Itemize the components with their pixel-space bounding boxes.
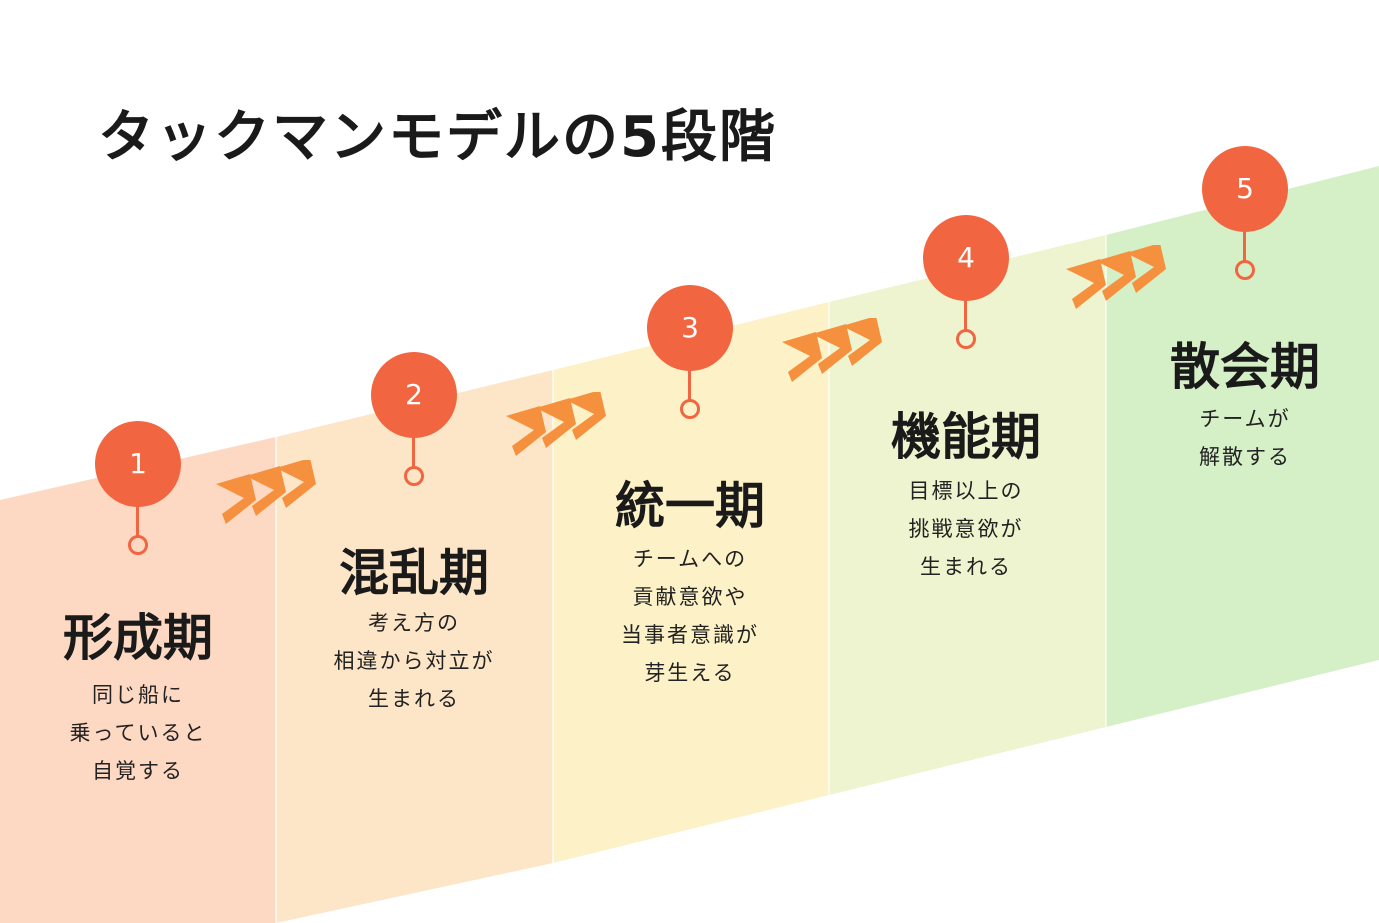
band-3 [553,302,829,863]
description-line: 貢献意欲や [632,585,748,609]
stage-description: 同じ船に 乗っていると 自覚する [28,676,248,790]
triple-chevron-arrow-icon [1066,245,1166,309]
description-line: 相違から対立が [333,649,495,673]
description-line: 生まれる [920,555,1012,579]
stage-marker-ring [956,329,976,349]
stage-description: チームへの 貢献意欲や 当事者意識が 芽生える [580,540,800,692]
triple-chevron-arrow-icon [506,392,606,456]
description-line: 解散する [1199,445,1291,469]
description-line: 考え方の [368,611,460,635]
stage-connector [136,505,139,537]
stage-connector [688,369,691,401]
description-line: 乗っていると [69,721,207,745]
stage-marker-ring [128,535,148,555]
band-5 [1106,166,1379,727]
description-line: チームが [1199,407,1291,431]
stage-number-badge: 1 [95,421,181,507]
triple-chevron-arrow-icon [782,318,882,382]
description-line: チームへの [632,547,748,571]
stage-name: 機能期 [891,408,1041,466]
stage-name: 形成期 [63,609,213,667]
stage-connector [412,436,415,468]
description-line: 芽生える [644,661,736,685]
stage-marker-ring [404,466,424,486]
description-line: 同じ船に [92,683,184,707]
description-line: 自覚する [92,759,184,783]
stage-number-badge: 4 [923,215,1009,301]
stage-name: 混乱期 [339,544,489,602]
stage-description: 目標以上の 挑戦意欲が 生まれる [856,472,1076,586]
description-line: 挑戦意欲が [908,517,1024,541]
stage-description: 考え方の 相違から対立が 生まれる [304,604,524,718]
page-title: タックマンモデルの5段階 [98,105,777,170]
stage-marker-ring [1235,260,1255,280]
stage-number-badge: 2 [371,352,457,438]
stage-number-badge: 5 [1202,146,1288,232]
description-line: 当事者意識が [621,623,759,647]
band-4 [829,235,1106,795]
stage-marker-ring [680,399,700,419]
description-line: 生まれる [368,687,460,711]
stage-name: 統一期 [615,477,765,535]
band-2 [276,370,553,923]
stage-connector [964,299,967,331]
stage-number-badge: 3 [647,285,733,371]
stage-name: 散会期 [1170,338,1320,396]
band-1 [0,437,276,923]
triple-chevron-arrow-icon [216,460,316,524]
description-line: 目標以上の [908,479,1024,503]
stage-description: チームが 解散する [1135,400,1355,476]
stage-connector [1243,230,1246,262]
